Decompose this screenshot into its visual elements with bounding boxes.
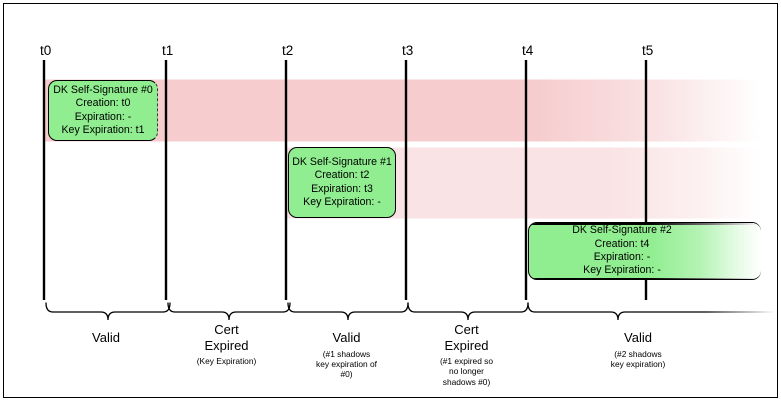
dk-self-signature-2-box[interactable]: DK Self-Signature #2 Creation: t4 Expira… (528, 222, 761, 280)
signature-0-expiration: Expiration: - (74, 110, 132, 123)
period-1-caption: Cert Expired (Key Expiration) (166, 322, 287, 366)
period-1-status-line-1: Cert (214, 322, 239, 337)
period-1-status-line-2: Expired (204, 337, 249, 353)
signature-0-key-expiration: Key Expiration: t1 (61, 123, 145, 136)
signature-0-title: DK Self-Signature #0 (53, 83, 153, 96)
tick-label-t5: t5 (642, 43, 654, 58)
period-2-status: Valid (332, 330, 361, 345)
period-braces (45, 302, 776, 321)
tick-label-t0: t0 (40, 43, 52, 58)
tick-label-t1: t1 (162, 43, 174, 58)
period-1-note: (Key Expiration) (196, 356, 257, 366)
brace-period-1 (167, 302, 291, 321)
tick-label-t2: t2 (282, 43, 294, 58)
signature-1-title: DK Self-Signature #1 (292, 155, 392, 168)
signature-2-key-expiration: Key Expiration: - (583, 264, 661, 277)
signature-2-title: DK Self-Signature #2 (572, 224, 672, 237)
brace-period-4 (527, 302, 776, 321)
tick-label-t4: t4 (522, 43, 534, 58)
validity-band-signature-0 (44, 78, 761, 143)
dk-self-signature-0-box[interactable]: DK Self-Signature #0 Creation: t0 Expira… (48, 80, 158, 141)
period-3-status-line-2: Expired (444, 337, 489, 353)
period-4-status: Valid (624, 330, 652, 345)
tick-label-t3: t3 (402, 43, 414, 58)
period-0-caption: Valid (45, 330, 167, 349)
time-axis-line (18, 70, 761, 78)
signature-1-expiration: Expiration: t3 (311, 182, 373, 195)
period-3-status-line-1: Cert (454, 322, 479, 337)
signature-2-creation: Creation: t4 (594, 237, 650, 250)
signature-2-expiration: Expiration: - (593, 251, 651, 263)
signature-0-creation: Creation: t0 (75, 97, 131, 110)
brace-period-3 (407, 302, 529, 321)
brace-period-0 (45, 302, 171, 321)
tick-lines (42, 60, 648, 300)
brace-period-2 (287, 302, 409, 321)
period-0-status: Valid (92, 330, 120, 345)
signature-1-key-expiration: Key Expiration: - (303, 195, 381, 208)
signature-1-creation: Creation: t2 (314, 169, 370, 182)
dk-self-signature-1-box[interactable]: DK Self-Signature #1 Creation: t2 Expira… (288, 147, 396, 218)
